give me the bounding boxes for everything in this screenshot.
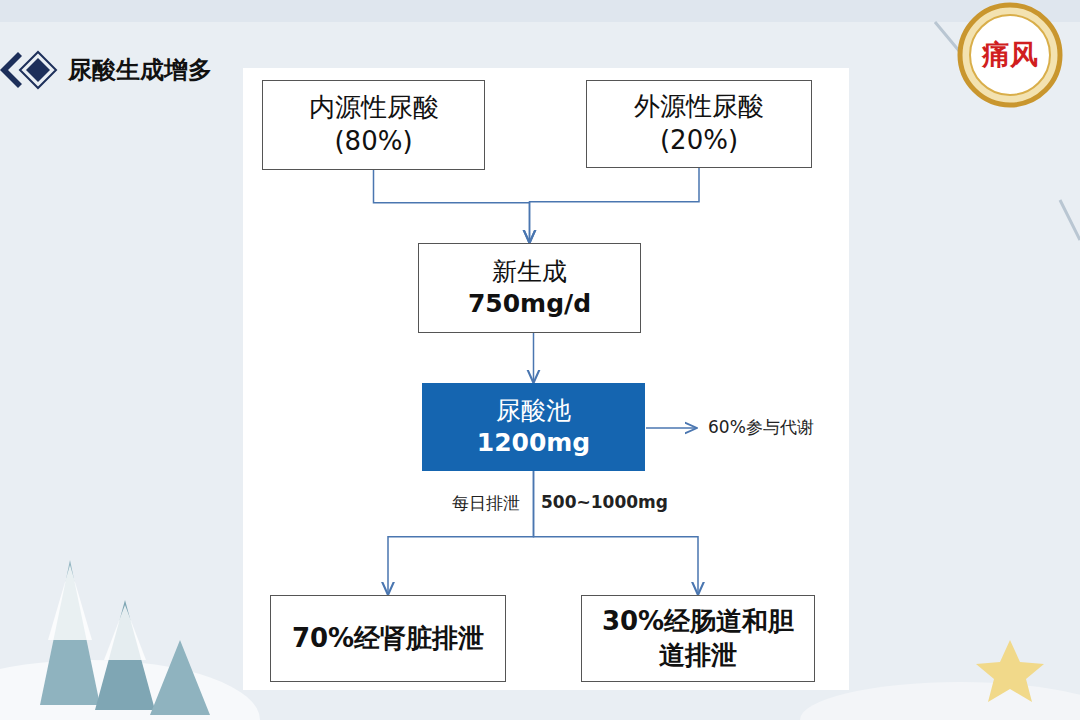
process-box: 70%经肾脏排泄 (270, 595, 506, 682)
flow-connector (388, 471, 534, 595)
snow-trees (0, 22, 1080, 720)
edge-note: 500~1000mg (541, 492, 668, 512)
process-box: 外源性尿酸 (20%) (586, 80, 812, 168)
panel (243, 68, 849, 690)
badge (960, 5, 1060, 105)
box-text: 外源性尿酸 (20%) (624, 90, 774, 158)
top-band (0, 0, 1080, 22)
box-text: 尿酸池 (496, 395, 571, 428)
box-text: 750mg/d (468, 288, 591, 321)
box-text: 1200mg (477, 427, 591, 460)
title-icon (0, 52, 56, 88)
flow-connector (533, 333, 535, 383)
flow-connector (534, 471, 699, 595)
process-box: 新生成750mg/d (418, 243, 641, 333)
slide-title: 尿酸生成增多 (68, 54, 212, 86)
badge-text: 痛风 (982, 36, 1038, 74)
flow-connector (530, 168, 700, 243)
flow-connector (374, 170, 530, 243)
edge-note: 每日排泄 (452, 492, 520, 515)
process-box: 30%经肠道和胆道排泄 (581, 595, 815, 682)
box-text: 70%经肾脏排泄 (292, 622, 484, 656)
metabolism-arrow (646, 428, 697, 429)
box-text: 新生成 (492, 256, 567, 289)
process-box: 内源性尿酸 (80%) (262, 80, 485, 170)
box-text: 内源性尿酸 (80%) (299, 91, 449, 159)
side-note: 60%参与代谢 (708, 416, 814, 439)
box-text: 30%经肠道和胆道排泄 (591, 605, 805, 673)
pool-box: 尿酸池1200mg (422, 383, 645, 471)
